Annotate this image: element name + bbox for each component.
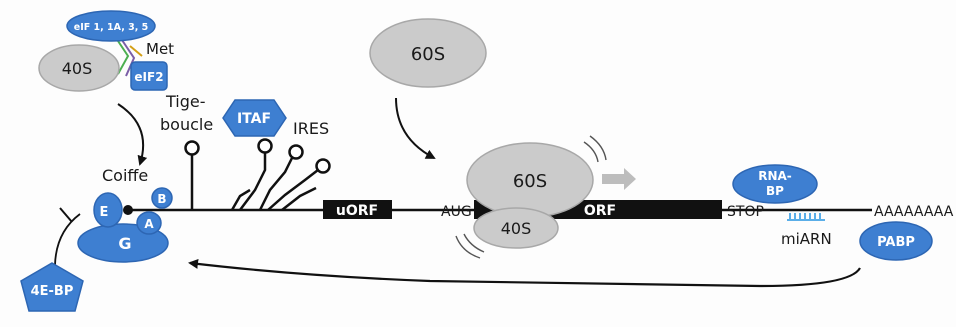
met-label: Met (146, 40, 174, 58)
free-60s-subunit (369, 18, 487, 88)
stem-loop (184, 140, 200, 210)
factor-a-label: A (144, 217, 154, 231)
coiffe-label: Coiffe (102, 166, 148, 185)
4ebp-label: 4E-BP (31, 284, 74, 299)
ribosome-40s-label: 40S (501, 219, 532, 238)
polya-label: AAAAAAAA (874, 204, 954, 220)
itaf-label: ITAF (237, 111, 271, 127)
cap-dot (123, 205, 133, 215)
rnabp-label-line1: RNA- (758, 169, 792, 183)
inhibition-bar (59, 207, 73, 223)
rnabp-label-line2: BP (766, 184, 784, 198)
stop-label: STOP (727, 204, 764, 220)
mirna-comb (787, 213, 825, 221)
factor-a (136, 211, 162, 235)
ribosome-motion-marks (455, 135, 607, 259)
movement-arrow (602, 168, 636, 190)
itaf-hexagon (222, 99, 287, 137)
orf-label: ORF (584, 203, 616, 219)
ribosome-60s-label: 60S (513, 171, 547, 192)
tige-label-line2: boucle (160, 115, 213, 134)
rnabp-oval (732, 164, 818, 204)
aug-label: AUG (441, 204, 472, 220)
initiation-40s (38, 44, 120, 92)
ires-structure (230, 138, 331, 211)
ires-label: IRES (293, 119, 329, 138)
pabp-oval (859, 221, 933, 261)
factor-g-label: G (118, 234, 131, 253)
eif-complex-label: eIF 1, 1A, 3, 5 (74, 22, 149, 33)
arrow-43s-to-cap (117, 103, 148, 166)
uorf-label: uORF (336, 203, 378, 219)
ribosome-40s (473, 207, 559, 249)
initiation-40s-label: 40S (62, 59, 93, 78)
uorf-box (323, 200, 392, 219)
inhibition-line (54, 213, 81, 266)
eif2-label: eIF2 (134, 70, 163, 84)
trna-met (115, 37, 143, 77)
factor-b-label: B (157, 192, 166, 206)
arrow-60s-to-ribosome (395, 97, 436, 159)
eif2-box (130, 61, 168, 91)
tige-label-line1: Tige- (165, 92, 206, 111)
factor-e-label: E (100, 205, 109, 220)
4ebp-pentagon (20, 262, 84, 312)
factor-e (93, 192, 123, 228)
free-60s-label: 60S (411, 44, 445, 65)
circularization-arrow (188, 258, 861, 288)
miarn-label: miARN (781, 230, 832, 248)
factor-b (151, 187, 173, 209)
pabp-label: PABP (877, 235, 915, 250)
eif-complex (66, 10, 156, 42)
